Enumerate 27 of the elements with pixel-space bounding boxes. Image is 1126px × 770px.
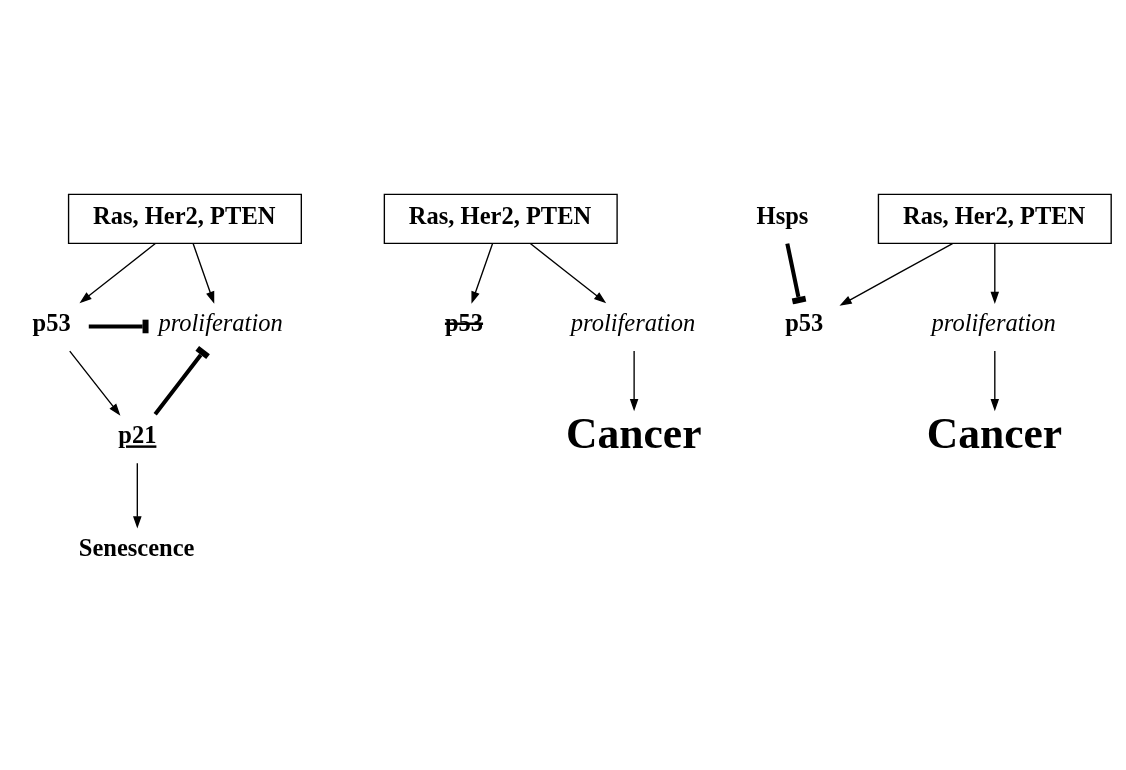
node-text: p53 [444, 309, 484, 337]
arrow [839, 242, 954, 306]
connector [88, 319, 149, 334]
node-text: proliferation [158, 309, 283, 337]
node-text: Cancer [926, 409, 1063, 458]
arrow [529, 242, 607, 304]
node-text: proliferation [570, 309, 696, 337]
connector [785, 243, 807, 305]
node-box: Ras, Her2, PTEN [383, 193, 618, 245]
node-text: p21 [118, 421, 157, 449]
node-text: p53 [32, 309, 71, 337]
node-text: Hsps [756, 201, 809, 229]
arrow [69, 350, 121, 416]
arrow [79, 242, 157, 304]
node-text: proliferation [931, 309, 1056, 337]
node-text: p53 [785, 309, 824, 337]
node-text: Cancer [566, 409, 702, 458]
node-box: Ras, Her2, PTEN [877, 193, 1112, 245]
node-box: Ras, Her2, PTEN [67, 193, 302, 245]
arrow [471, 242, 494, 304]
arrow [133, 462, 142, 529]
node-text: Senescence [78, 533, 195, 561]
arrow [192, 242, 215, 304]
arrow [629, 350, 639, 412]
arrow [990, 242, 1000, 304]
arrow [990, 350, 1000, 412]
connector [153, 346, 210, 416]
